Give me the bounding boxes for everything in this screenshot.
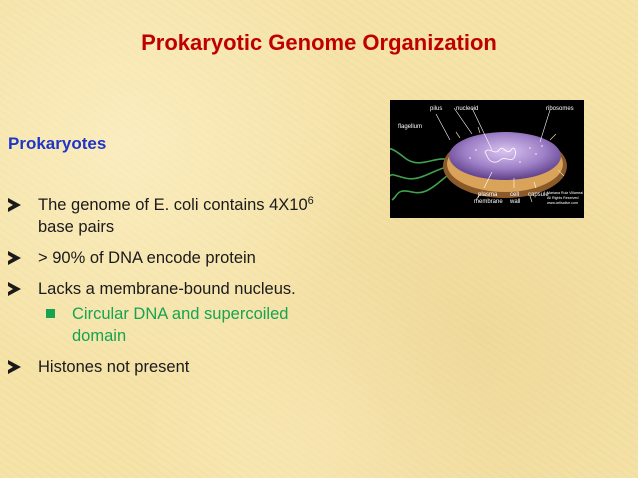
credit-line-2: All Rights Reserved bbox=[547, 196, 579, 200]
nucleoid-dna bbox=[484, 147, 516, 163]
sub-bullet-circular-dna: Circular DNA and supercoiled domain bbox=[38, 303, 380, 347]
pili bbox=[455, 126, 565, 203]
prokaryote-cell-illustration: pilus nucleoid ribosomes flagellum plasm… bbox=[390, 106, 583, 205]
bullet-text: > 90% of DNA encode protein bbox=[38, 249, 256, 267]
label-capsule: capsule bbox=[528, 192, 549, 198]
flagellum-strand bbox=[390, 147, 451, 164]
label-leader-lines bbox=[435, 107, 551, 189]
label-ribosomes: ribosomes bbox=[546, 106, 574, 112]
label-membrane: membrane bbox=[474, 199, 503, 205]
bullet-no-nucleus: Lacks a membrane-bound nucleus. Circular… bbox=[8, 278, 380, 347]
sub-bullet-text: Circular DNA and supercoiled bbox=[72, 305, 289, 323]
sub-bullet-text-continued: domain bbox=[72, 327, 127, 345]
flagellum-strand bbox=[391, 171, 453, 201]
credit-line-3: www.cellsalive.com bbox=[547, 201, 578, 205]
cell-body bbox=[449, 132, 561, 180]
flagellum-strand bbox=[390, 165, 451, 180]
bullet-dna-protein: > 90% of DNA encode protein bbox=[8, 247, 380, 269]
arrow-bullet-icon bbox=[8, 360, 21, 374]
label-nucleoid: nucleoid bbox=[456, 106, 478, 112]
label-flagellum: flagellum bbox=[398, 124, 422, 130]
bullet-text: Histones not present bbox=[38, 358, 190, 376]
bullet-histones: Histones not present bbox=[8, 356, 380, 378]
bullet-text-continued: base pairs bbox=[38, 218, 115, 236]
superscript: 6 bbox=[307, 195, 314, 207]
label-pilus: pilus bbox=[430, 106, 442, 112]
credit-line-1: Mariana Ruiz Villarreal bbox=[547, 191, 583, 195]
bullet-text: The genome of E. coli contains 4X10 bbox=[38, 196, 308, 214]
prokaryote-cell-figure: pilus nucleoid ribosomes flagellum plasm… bbox=[390, 100, 584, 218]
sub-bullet-list: Circular DNA and supercoiled domain bbox=[38, 303, 380, 347]
label-wall: wall bbox=[509, 199, 520, 205]
bullet-text: Lacks a membrane-bound nucleus. bbox=[38, 280, 296, 298]
arrow-bullet-icon bbox=[8, 198, 21, 212]
slide-title: Prokaryotic Genome Organization bbox=[141, 30, 497, 55]
arrow-bullet-icon bbox=[8, 282, 21, 296]
square-bullet-icon bbox=[46, 309, 55, 318]
ribosome-dots bbox=[469, 145, 543, 163]
section-heading: Prokaryotes bbox=[8, 134, 107, 153]
bullet-list: The genome of E. coli contains 4X106 bas… bbox=[8, 194, 380, 387]
bullet-genome-size: The genome of E. coli contains 4X106 bas… bbox=[8, 194, 380, 238]
label-cell: cell bbox=[510, 192, 519, 198]
label-plasma: plasma bbox=[478, 192, 498, 198]
arrow-bullet-icon bbox=[8, 251, 21, 265]
